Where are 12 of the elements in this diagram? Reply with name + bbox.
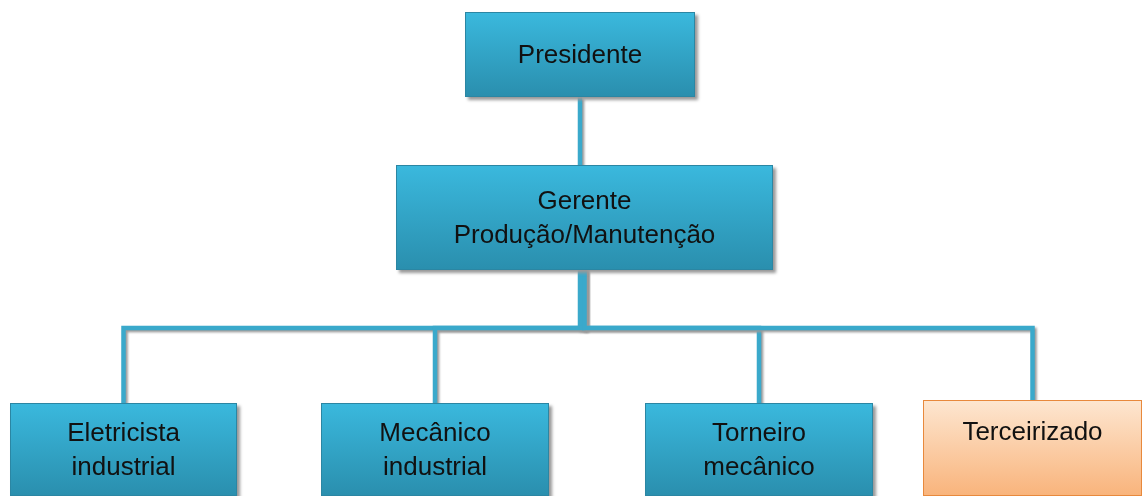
- box-label: Torneiro mecânico: [702, 415, 816, 483]
- org-box: [923, 400, 1142, 496]
- org-box: [10, 403, 237, 496]
- box-label: Eletricista industrial: [66, 415, 181, 483]
- box-label: Presidente: [517, 37, 643, 71]
- box-label: Gerente Produção/Manutenção: [452, 183, 717, 251]
- org-box: [396, 165, 773, 270]
- org-box: [321, 403, 549, 496]
- box-label: Mecânico industrial: [378, 415, 492, 483]
- org-box: [465, 12, 695, 97]
- box-label: Terceirizado: [962, 415, 1103, 448]
- org-box: [645, 403, 873, 496]
